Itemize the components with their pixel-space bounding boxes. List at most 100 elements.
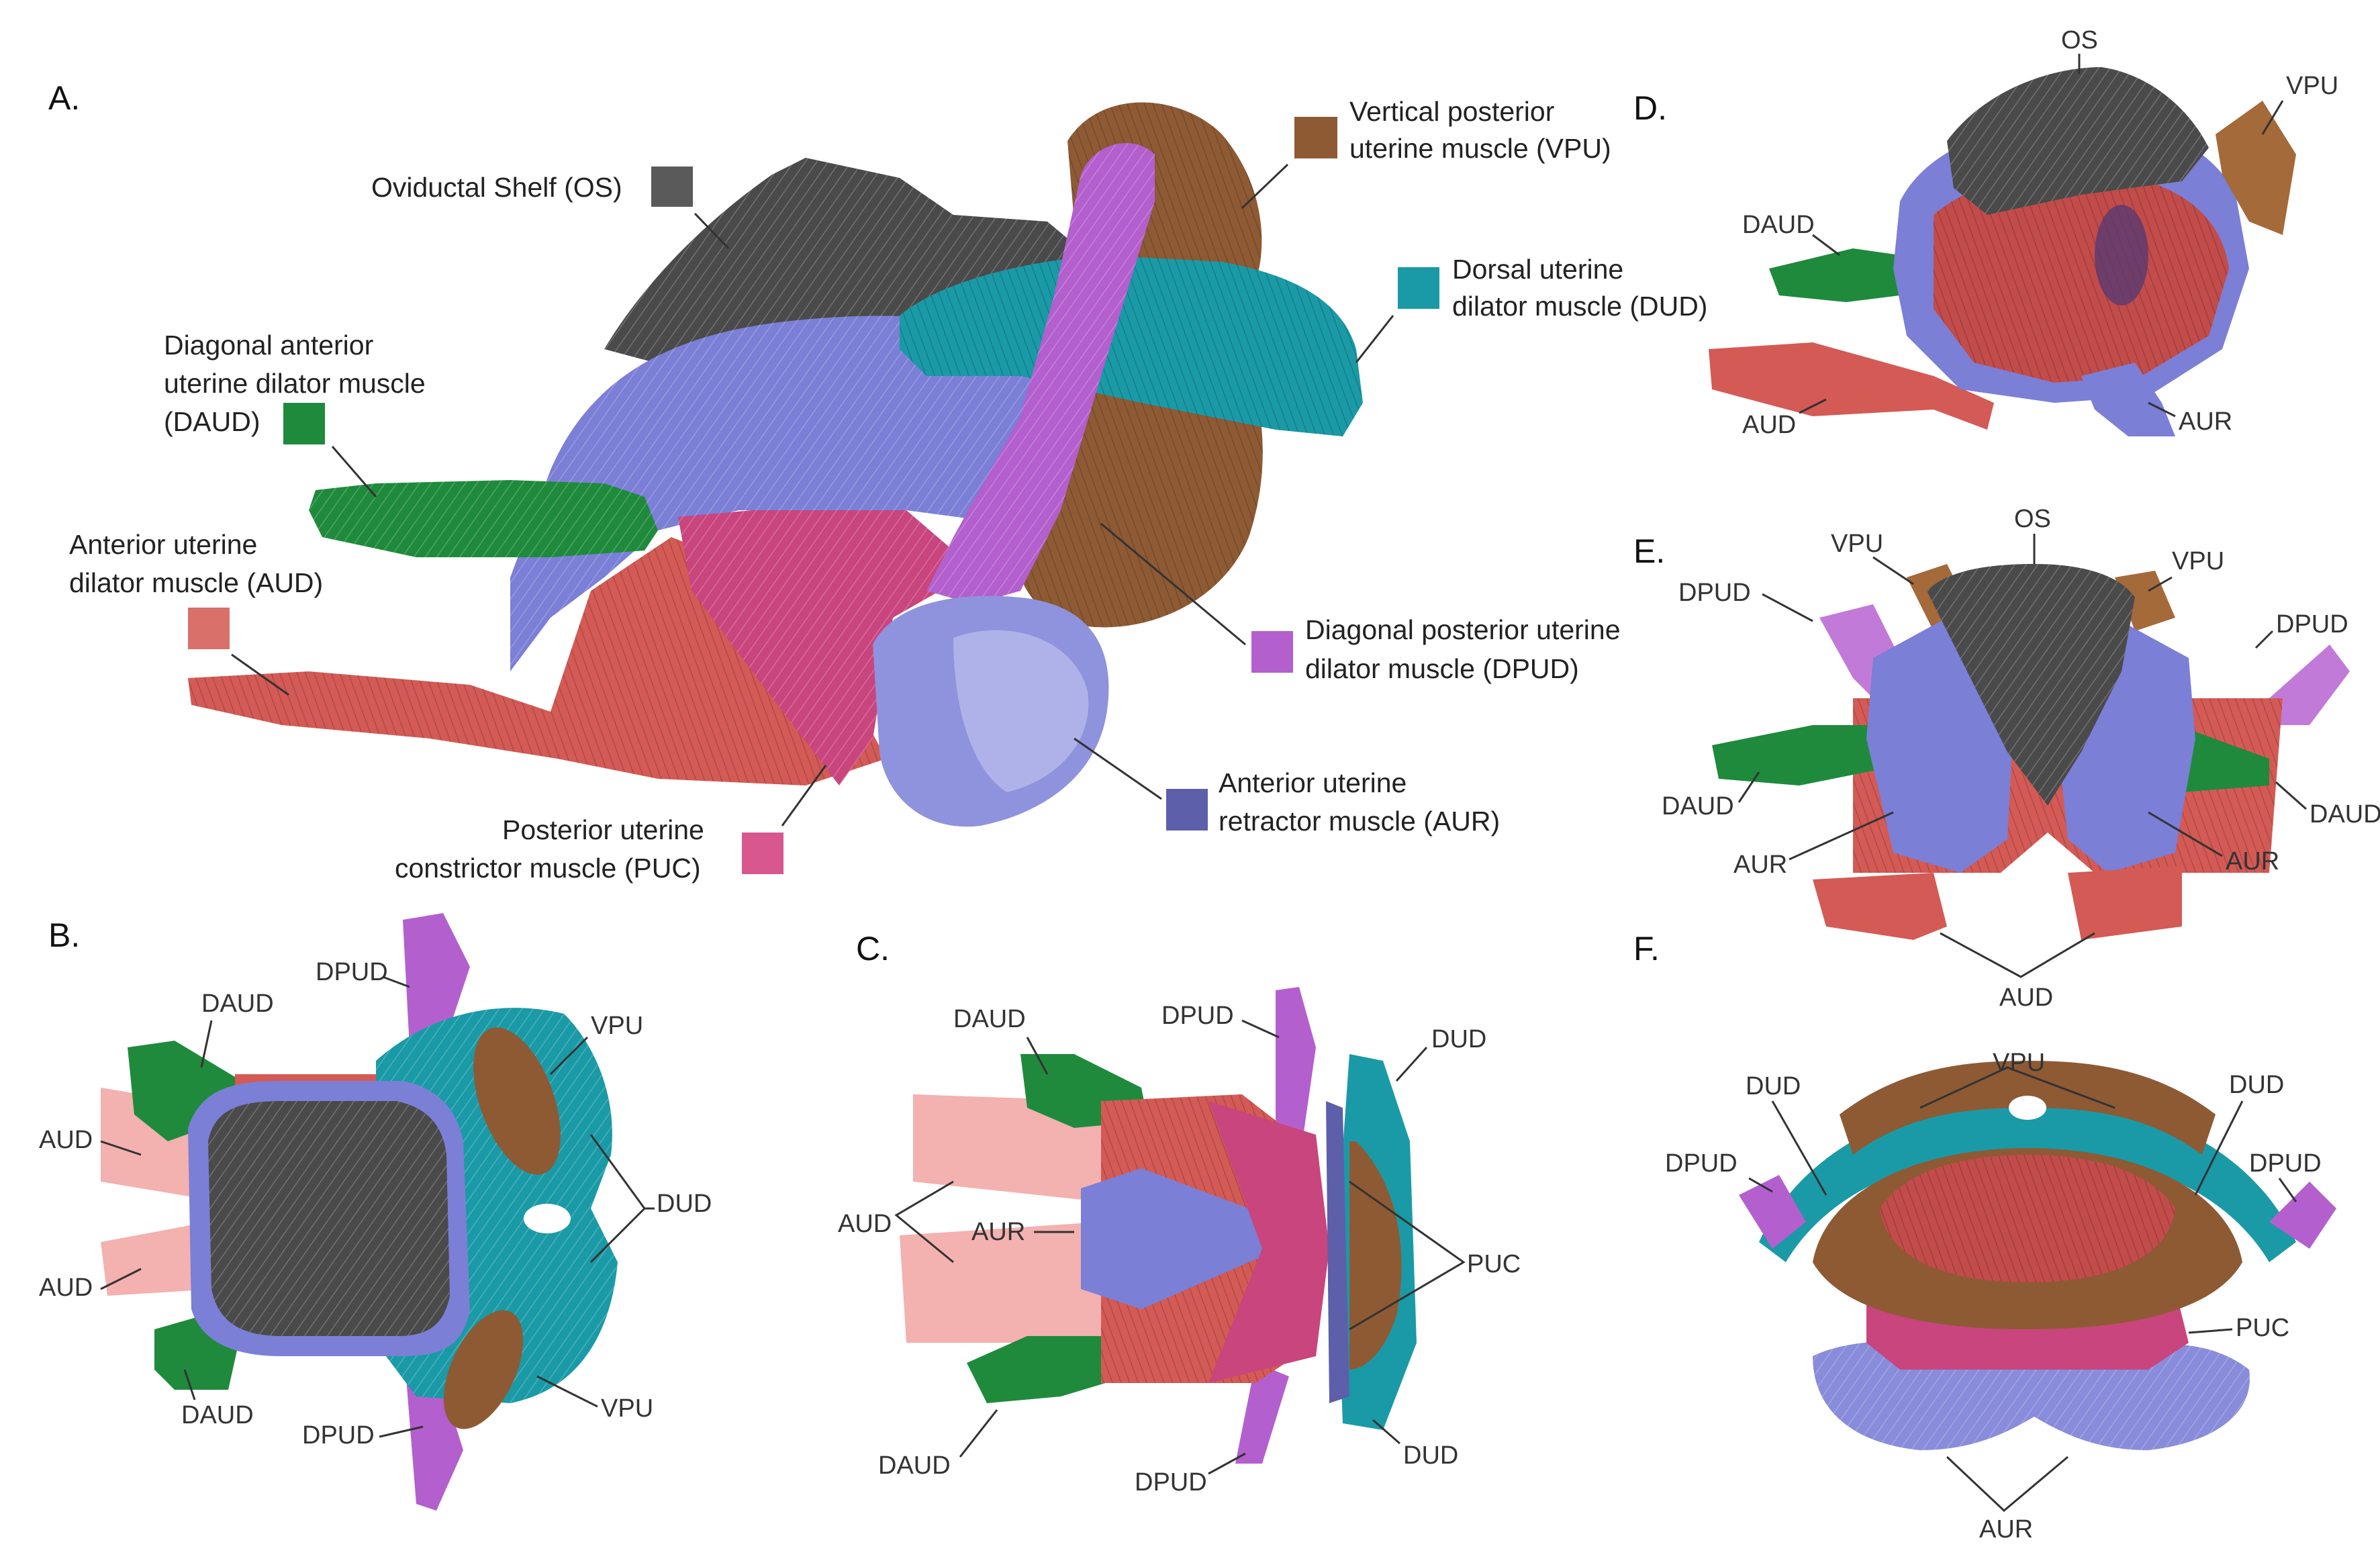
- b-label-dud: DUD: [657, 1190, 712, 1218]
- f-label-dpud-left: DPUD: [1665, 1149, 1738, 1178]
- panel-a: A.: [48, 79, 1707, 884]
- legend-vpu-line2: uterine muscle (VPU): [1349, 133, 1611, 164]
- legend-vpu: Vertical posterior uterine muscle (VPU): [1241, 96, 1611, 209]
- legend-dpud: Diagonal posterior uterine dilator muscl…: [1100, 522, 1621, 684]
- panel-c-model: [900, 987, 1417, 1464]
- b-label-vpu-top: VPU: [591, 1012, 643, 1040]
- legend-aud-leader: [231, 653, 289, 696]
- legend-dud-swatch: [1398, 267, 1439, 309]
- legend-dud-line1: Dorsal uterine: [1452, 254, 1623, 285]
- legend-vpu-leader: [1241, 163, 1289, 209]
- b-label-daud-top: DAUD: [201, 990, 274, 1018]
- legend-aur-swatch: [1166, 789, 1208, 830]
- b-label-dpud-bottom: DPUD: [302, 1421, 375, 1450]
- legend-aur-line2: retractor muscle (AUR): [1219, 806, 1500, 837]
- legend-daud-line3: (DAUD): [164, 406, 260, 437]
- panel-d: D. OS VPU DAUD AUD: [1633, 26, 2338, 439]
- legend-os: Oviductal Shelf (OS): [371, 167, 730, 250]
- c-label-daud-bottom: DAUD: [878, 1452, 951, 1480]
- e-label-dpud-right: DPUD: [2276, 610, 2348, 638]
- panel-f: F. VPU DUD DUD DPUD: [1633, 930, 2336, 1544]
- legend-vpu-swatch: [1294, 117, 1337, 158]
- legend-aud-swatch: [188, 608, 230, 649]
- legend-puc-leader: [781, 765, 827, 826]
- legend-daud-swatch: [283, 403, 325, 444]
- panel-b: B. DAUD: [39, 913, 712, 1511]
- legend-aur-leader: [1074, 737, 1162, 800]
- c-label-dud-bottom: DUD: [1403, 1441, 1458, 1470]
- panel-e-model: [1712, 564, 2350, 940]
- d-label-aur: AUR: [2179, 408, 2232, 436]
- legend-puc-line2: constrictor muscle (PUC): [395, 853, 701, 884]
- legend-daud-leader: [331, 446, 377, 497]
- legend-dud-leader: [1355, 315, 1394, 363]
- panel-c-letter: C.: [856, 930, 890, 967]
- e-label-dpud-left: DPUD: [1678, 579, 1751, 607]
- b-label-daud-bottom: DAUD: [181, 1401, 254, 1429]
- d-label-vpu: VPU: [2286, 72, 2338, 100]
- legend-aur: Anterior uterine retractor muscle (AUR): [1074, 737, 1500, 837]
- c-label-puc: PUC: [1467, 1250, 1521, 1278]
- f-label-dud-left: DUD: [1746, 1072, 1801, 1100]
- e-label-daud-right: DAUD: [2310, 800, 2380, 828]
- panel-a-model: [188, 102, 1363, 827]
- panel-a-letter: A.: [48, 79, 80, 117]
- e-label-vpu-right: VPU: [2172, 547, 2224, 575]
- d-label-daud: DAUD: [1742, 211, 1815, 239]
- panel-c: C. DAUD DPUD: [838, 930, 1521, 1497]
- legend-dpud-leader: [1100, 522, 1246, 646]
- legend-dpud-line2: dilator muscle (DPUD): [1305, 653, 1579, 684]
- legend-puc: Posterior uterine constrictor muscle (PU…: [395, 765, 827, 884]
- e-label-os: OS: [2014, 505, 2051, 533]
- panel-d-letter: D.: [1633, 89, 1667, 127]
- legend-dpud-line1: Diagonal posterior uterine: [1305, 614, 1621, 645]
- legend-dud: Dorsal uterine dilator muscle (DUD): [1355, 254, 1707, 363]
- b-label-dpud-top: DPUD: [316, 958, 388, 986]
- panel-e-labels: OS VPU VPU DPUD DPUD DAUD DAUD AUR AUR A…: [1662, 505, 2380, 1012]
- panel-e: E. OS VPU: [1633, 505, 2380, 1012]
- d-label-os: OS: [2061, 26, 2098, 54]
- c-label-aud: AUD: [838, 1210, 892, 1238]
- c-label-daud-top: DAUD: [953, 1005, 1026, 1033]
- legend-aur-line1: Anterior uterine: [1219, 767, 1407, 798]
- panel-f-letter: F.: [1633, 930, 1660, 967]
- legend-daud-line1: Diagonal anterior: [164, 330, 373, 361]
- legend-aud: Anterior uterine dilator muscle (AUD): [69, 529, 323, 696]
- panel-e-letter: E.: [1633, 532, 1665, 570]
- c-label-dpud-top: DPUD: [1161, 1002, 1234, 1030]
- legend-puc-line1: Posterior uterine: [502, 814, 704, 845]
- legend-vpu-line1: Vertical posterior: [1349, 96, 1554, 127]
- e-label-aud: AUD: [1999, 984, 2053, 1012]
- legend-daud-line2: uterine dilator muscle: [164, 368, 426, 399]
- f-label-puc: PUC: [2236, 1314, 2289, 1342]
- c-label-dud-top: DUD: [1431, 1025, 1486, 1053]
- legend-dpud-swatch: [1251, 631, 1293, 673]
- panel-b-labels: DAUD DPUD VPU AUD DUD AUD DAUD DPUD VPU: [39, 958, 712, 1450]
- f-label-dpud-right: DPUD: [2249, 1149, 2322, 1178]
- legend-aud-line1: Anterior uterine: [69, 529, 257, 560]
- legend-daud: Diagonal anterior uterine dilator muscle…: [164, 330, 426, 497]
- f-label-dud-right: DUD: [2229, 1071, 2284, 1099]
- legend-os-swatch: [651, 167, 693, 207]
- d-label-aud: AUD: [1742, 411, 1796, 439]
- f-label-aur: AUR: [1979, 1515, 2033, 1544]
- panel-d-model: [1709, 67, 2296, 436]
- panel-f-labels: VPU DUD DUD DPUD DPUD PUC AUR: [1665, 1049, 2322, 1544]
- legend-dud-line2: dilator muscle (DUD): [1452, 291, 1707, 322]
- panel-b-letter: B.: [48, 916, 80, 954]
- legend-aud-line2: dilator muscle (AUD): [69, 567, 323, 598]
- e-label-daud-left: DAUD: [1662, 792, 1734, 820]
- e-label-vpu-left: VPU: [1831, 530, 1883, 558]
- b-label-vpu-bottom: VPU: [601, 1394, 653, 1423]
- panel-d-labels: OS VPU DAUD AUD AUR: [1742, 26, 2338, 439]
- b-label-aud-top: AUD: [39, 1126, 93, 1154]
- c-label-aur: AUR: [971, 1218, 1025, 1246]
- panel-f-model: [1739, 1061, 2336, 1450]
- e-label-aur-left: AUR: [1733, 851, 1787, 879]
- b-label-aud-bottom: AUD: [39, 1274, 93, 1302]
- legend-os-label: Oviductal Shelf (OS): [371, 172, 622, 203]
- panel-b-model: [101, 913, 618, 1511]
- legend-os-leader: [694, 212, 730, 250]
- c-label-dpud-bottom: DPUD: [1135, 1468, 1207, 1497]
